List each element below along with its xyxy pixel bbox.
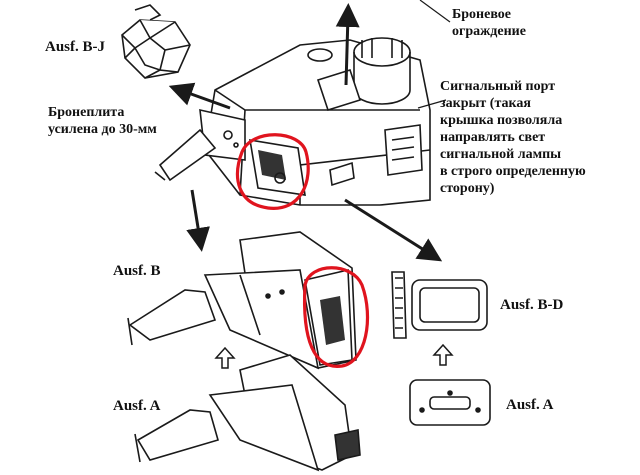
label-ausf-bd: Ausf. B-D <box>500 297 564 313</box>
pointer-arrows <box>168 3 443 262</box>
label-ausf-b: Ausf. B <box>113 263 161 279</box>
highlight-rings <box>235 133 370 368</box>
hexagon-vision-block <box>121 4 191 79</box>
label-ausf-a-right: Ausf. A <box>506 397 554 413</box>
turret-drawing <box>154 37 431 206</box>
label-armor-guard: Броневое ограждение <box>452 7 526 39</box>
thin-arrows <box>417 0 451 109</box>
label-ausf-bj: Ausf. B-J <box>45 39 106 55</box>
label-signal-port: Сигнальный порт закрыт (такая крышка поз… <box>440 79 586 196</box>
label-armor-plate: Бронеплита усилена до 30-мм <box>48 105 157 137</box>
ausf-b-mantlet-drawing <box>127 231 357 370</box>
ausf-a-mantlet-drawing <box>134 354 361 472</box>
label-ausf-a-left: Ausf. A <box>113 398 161 414</box>
signal-port-covers <box>391 271 491 426</box>
upgrade-arrows <box>214 343 454 369</box>
